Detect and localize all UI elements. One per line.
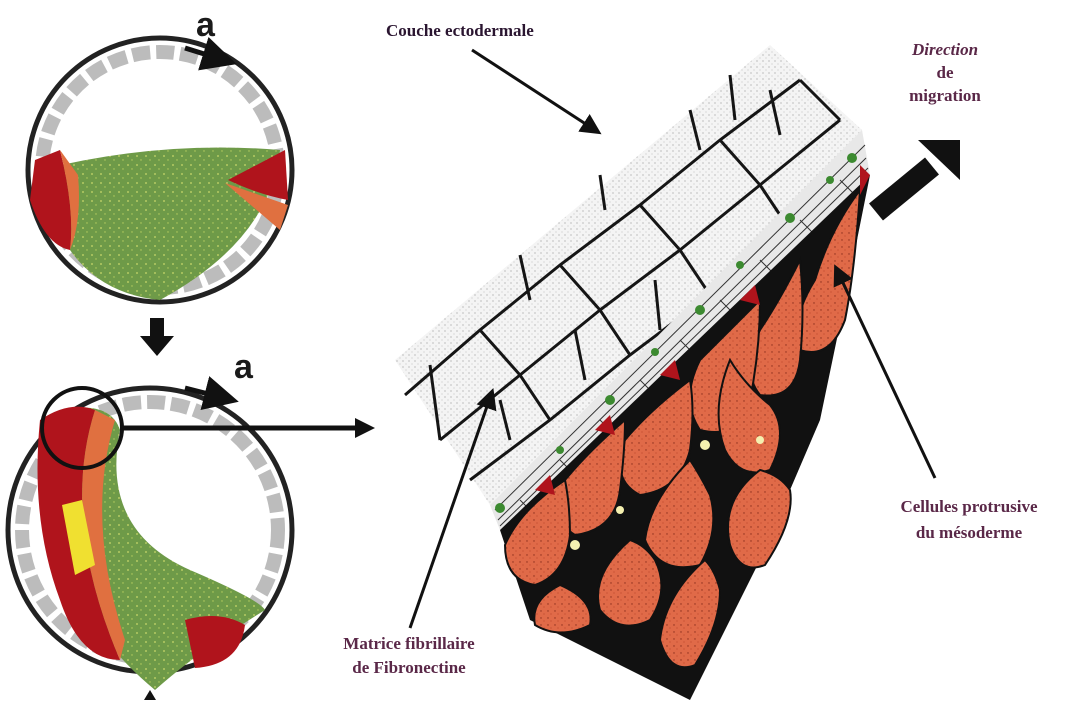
pointer-mesoderm [836, 268, 935, 478]
embryo-stage-top [28, 38, 292, 302]
label-migration-line1: Direction [880, 38, 1010, 61]
label-migration-line2: de [880, 61, 1010, 84]
label-migration-line3: migration [880, 84, 1010, 107]
label-fibronectin-matrix: Matrice fibrillaire de Fibronectine [298, 632, 520, 680]
label-protrusive-cells: Cellules protrusive du mésoderme [858, 494, 1080, 546]
stage-transition-arrow [140, 318, 174, 356]
label-matrix-line2: de Fibronectine [298, 656, 520, 680]
tissue-detail [395, 45, 870, 700]
stage-label-top: a [196, 6, 215, 45]
label-mesoderm-line1: Cellules protrusive [858, 494, 1080, 520]
stage-label-bottom: a [234, 348, 253, 387]
pointer-ectoderm [472, 50, 598, 132]
mesoderm-right-bottom [185, 616, 245, 668]
label-migration-direction: Direction de migration [880, 38, 1010, 107]
embryo-stage-bottom [8, 388, 292, 700]
label-matrix-line1: Matrice fibrillaire [298, 632, 520, 656]
migration-arrow [876, 140, 960, 212]
label-ectodermal-layer: Couche ectodermale [386, 20, 534, 41]
label-mesoderm-line2: du mésoderme [858, 520, 1080, 546]
